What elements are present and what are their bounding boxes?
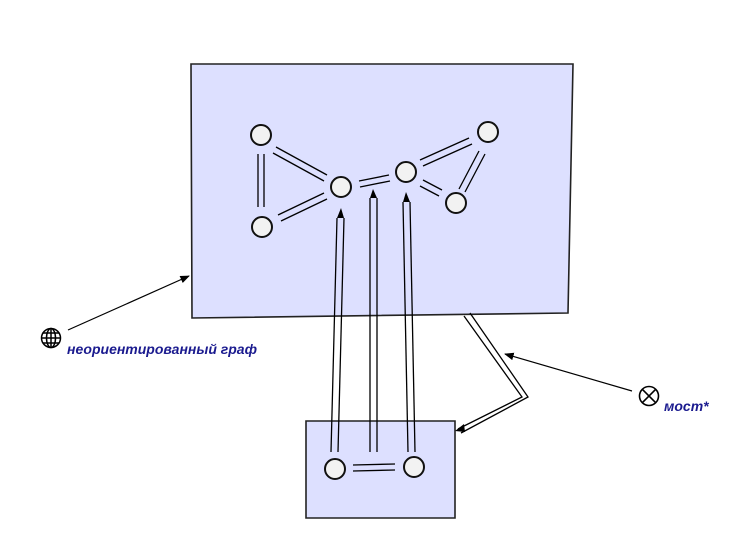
edge-f-g	[458, 150, 486, 193]
edge-d-c	[277, 192, 328, 222]
connector-arrowheads	[337, 189, 410, 218]
connector-2-head	[370, 189, 377, 198]
edge-c-e	[358, 174, 391, 188]
node-d	[251, 216, 273, 238]
edge-a-c	[272, 146, 328, 182]
graph-label-arrow	[67, 275, 190, 331]
graph-frame	[190, 63, 574, 319]
bridge-connector	[457, 312, 529, 434]
graph-nodes	[250, 121, 499, 480]
connector-1-head	[337, 208, 344, 218]
edge-e-f	[419, 137, 473, 167]
connector-1	[330, 217, 345, 453]
bridge-label: мост*	[664, 398, 709, 414]
node-a	[250, 124, 272, 146]
node-g	[445, 192, 467, 214]
node-f	[477, 121, 499, 143]
connector-3	[402, 201, 416, 453]
node-h	[324, 458, 346, 480]
bridge-connector-head	[455, 424, 465, 432]
edge-e-g	[419, 179, 443, 197]
subgraph-frame	[305, 420, 456, 519]
node-e	[395, 161, 417, 183]
connector-3-head	[403, 192, 410, 202]
connector-2	[369, 198, 378, 452]
crossed-circle-icon	[638, 385, 660, 407]
connector-arrows	[330, 198, 416, 453]
edge-a-d	[257, 154, 265, 207]
node-c	[330, 176, 352, 198]
bridge-label-arrow	[504, 352, 633, 392]
graph-label: неориентированный граф	[67, 341, 257, 357]
graph-edges	[257, 137, 486, 222]
node-i	[403, 456, 425, 478]
globe-icon	[40, 327, 62, 349]
subgraph-edge	[352, 463, 396, 472]
